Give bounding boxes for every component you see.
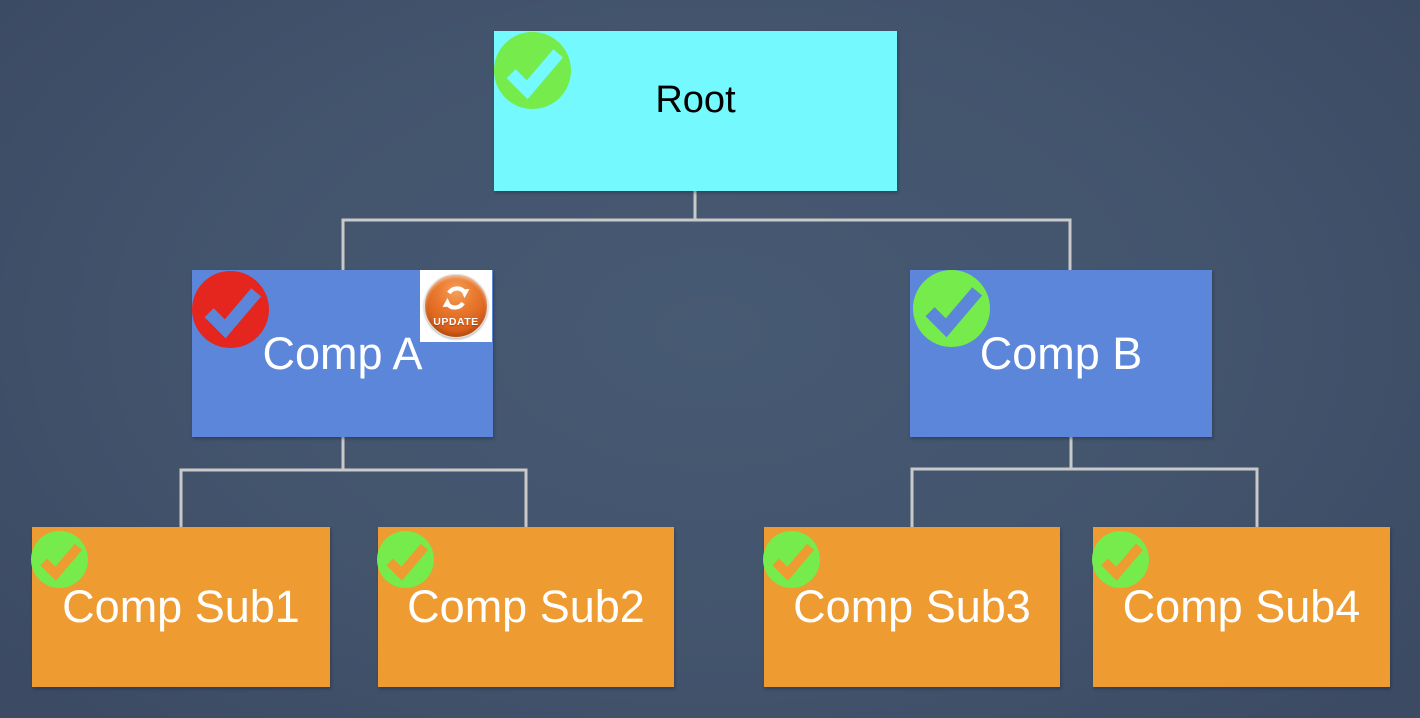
update-badge-label: UPDATE	[433, 316, 479, 328]
node-label: Comp A	[262, 327, 423, 379]
connector-compb-to-subs	[910, 437, 1259, 527]
node-label: Comp Sub1	[62, 581, 300, 633]
node-label: Comp Sub2	[407, 581, 645, 633]
check-circle-icon	[494, 32, 571, 109]
node-label: Comp B	[979, 327, 1143, 379]
node-label: Comp Sub3	[793, 581, 1031, 633]
node-comp-b[interactable]: Comp B	[910, 270, 1212, 437]
node-comp-a[interactable]: Comp A UPDATE	[192, 270, 493, 437]
node-label: Root	[655, 79, 736, 122]
check-circle-icon-red	[192, 271, 269, 348]
connector-compa-to-subs	[179, 437, 528, 527]
node-comp-sub2[interactable]: Comp Sub2	[377, 527, 674, 687]
node-comp-sub4[interactable]: Comp Sub4	[1092, 527, 1390, 687]
check-circle-icon	[1092, 531, 1149, 588]
node-root[interactable]: Root	[494, 31, 897, 191]
node-comp-sub3[interactable]: Comp Sub3	[763, 527, 1060, 687]
connector-root-to-comps	[341, 191, 1072, 270]
check-circle-icon	[31, 531, 88, 588]
node-label: Comp Sub4	[1122, 581, 1361, 633]
refresh-arrows-icon: UPDATE	[424, 274, 488, 338]
check-circle-icon	[377, 531, 434, 588]
check-circle-icon	[763, 531, 820, 588]
node-comp-sub1[interactable]: Comp Sub1	[31, 527, 330, 687]
check-circle-icon	[913, 270, 990, 347]
update-badge[interactable]: UPDATE	[420, 270, 492, 342]
